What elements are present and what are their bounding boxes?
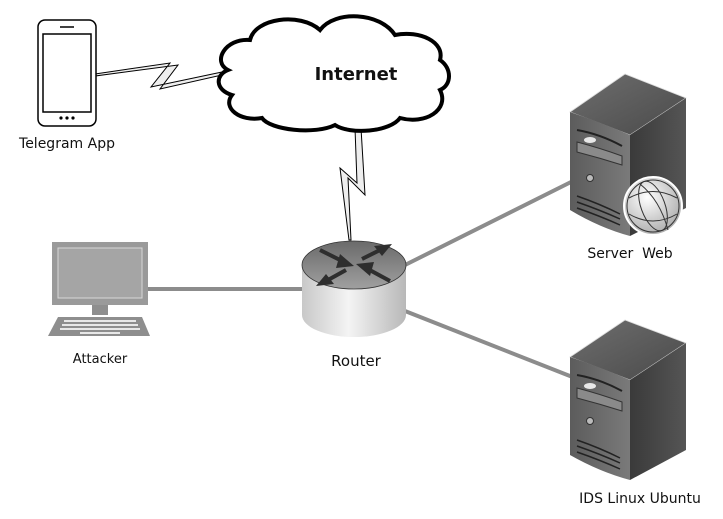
wired-links (148, 178, 576, 380)
globe-icon (623, 176, 683, 236)
server-tower-icon (569, 319, 687, 480)
telegram-app-node[interactable]: Telegram App (18, 19, 115, 152)
lightning-bolt-icon (339, 127, 366, 241)
ids-server-node[interactable]: IDS Linux Ubuntu (569, 319, 701, 507)
router-label: Router (331, 352, 382, 370)
wireless-link-phone-internet (94, 62, 223, 90)
router-icon (301, 240, 407, 337)
lightning-bolt-icon (94, 62, 223, 90)
smartphone-icon (37, 19, 97, 127)
telegram-app-label: Telegram App (18, 136, 115, 152)
web-server-node[interactable]: Server Web (569, 73, 687, 262)
router-node[interactable]: Router (301, 240, 407, 370)
link-router-web-server (404, 178, 576, 267)
desktop-computer-icon (48, 242, 150, 336)
link-router-ids-server (404, 309, 576, 380)
cloud-icon (216, 14, 451, 133)
ids-server-label: IDS Linux Ubuntu (579, 491, 701, 507)
attacker-label: Attacker (73, 352, 128, 367)
internet-node[interactable]: Internet (216, 14, 451, 133)
wireless-link-internet-router (339, 127, 366, 241)
web-server-label: Server Web (587, 246, 672, 262)
attacker-node[interactable]: Attacker (48, 242, 150, 367)
internet-label: Internet (315, 64, 398, 85)
